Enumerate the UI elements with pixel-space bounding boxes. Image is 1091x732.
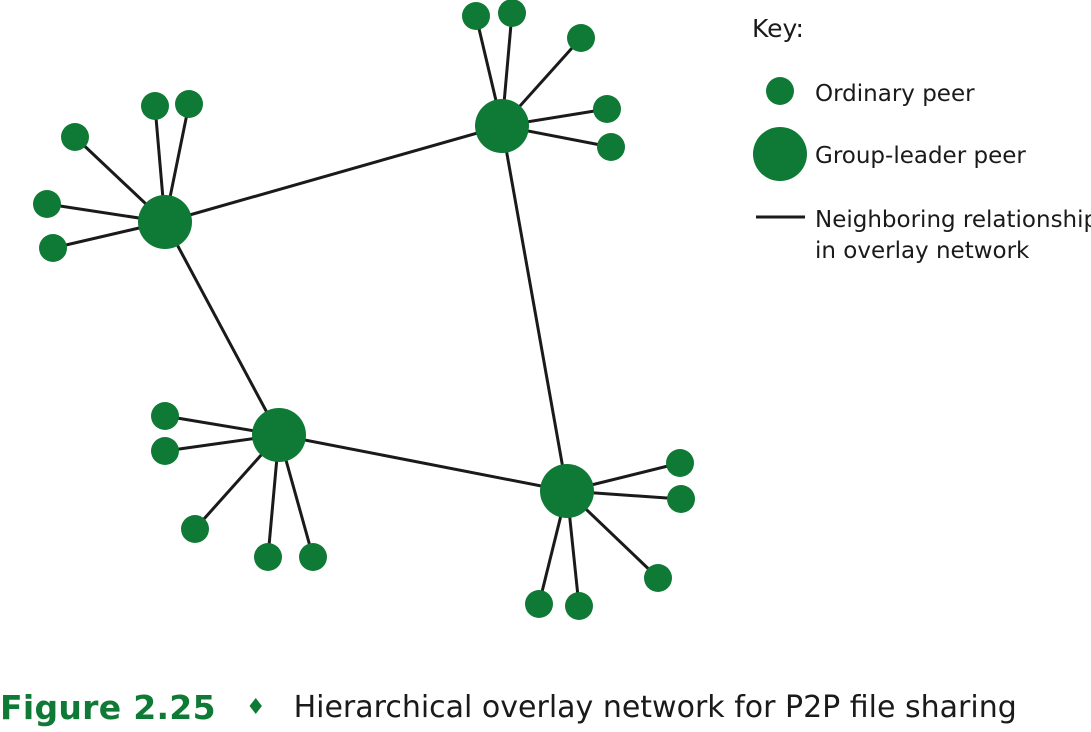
ordinary-peer-top-2 <box>498 0 526 27</box>
overlay-network-diagram: Key: Ordinary peer Group-leader peer Nei… <box>33 0 1091 620</box>
key-group-leader-peer-icon <box>753 127 807 181</box>
group-leader-peer-mid <box>252 408 306 462</box>
ordinary-peer-left-2 <box>175 90 203 118</box>
leader-link-left-mid <box>163 221 281 436</box>
key-relationship-label-line1: Neighboring relationships <box>815 207 1091 233</box>
ordinary-peer-bottom-1 <box>666 449 694 477</box>
ordinary-peer-top-4 <box>593 95 621 123</box>
key-title: Key: <box>752 14 804 43</box>
leader-link-mid-bottom <box>278 433 568 493</box>
ordinary-peer-mid-2 <box>151 437 179 465</box>
key-ordinary-peer-label: Ordinary peer <box>815 81 975 107</box>
group-leader-peer-left <box>138 195 192 249</box>
figure-number: Figure 2.25 <box>0 687 216 727</box>
ordinary-peer-mid-3 <box>181 515 209 543</box>
ordinary-peer-top-3 <box>567 24 595 52</box>
ordinary-peer-left-5 <box>39 234 67 262</box>
ordinary-peer-bottom-3 <box>644 564 672 592</box>
ordinary-peer-bottom-5 <box>565 592 593 620</box>
group-leader-peer-bottom <box>540 464 594 518</box>
ordinary-peer-bottom-4 <box>525 590 553 618</box>
ordinary-peer-left-1 <box>141 92 169 120</box>
ordinary-peer-mid-1 <box>151 402 179 430</box>
leader-link-top-bottom <box>500 125 569 492</box>
ordinary-peer-top-1 <box>462 2 490 30</box>
network-nodes <box>33 0 695 620</box>
ordinary-peer-top-5 <box>597 133 625 161</box>
key-group-leader-peer-label: Group-leader peer <box>815 143 1026 169</box>
ordinary-peer-mid-4 <box>254 543 282 571</box>
ordinary-peer-bottom-2 <box>667 485 695 513</box>
ordinary-peer-left-4 <box>33 190 61 218</box>
figure-title: Hierarchical overlay network for P2P fil… <box>293 689 1017 725</box>
leader-link-left-top <box>164 124 503 224</box>
ordinary-peer-left-3 <box>61 123 89 151</box>
group-leader-peer-top <box>475 99 529 153</box>
diamond-separator-icon: ♦ <box>245 694 266 720</box>
key-legend: Key: Ordinary peer Group-leader peer Nei… <box>752 14 1091 264</box>
figure-caption: Figure 2.25 ♦ Hierarchical overlay netwo… <box>0 682 1091 732</box>
key-relationship-label-line2: in overlay network <box>815 238 1030 264</box>
ordinary-peer-mid-5 <box>299 543 327 571</box>
key-ordinary-peer-icon <box>766 77 794 105</box>
